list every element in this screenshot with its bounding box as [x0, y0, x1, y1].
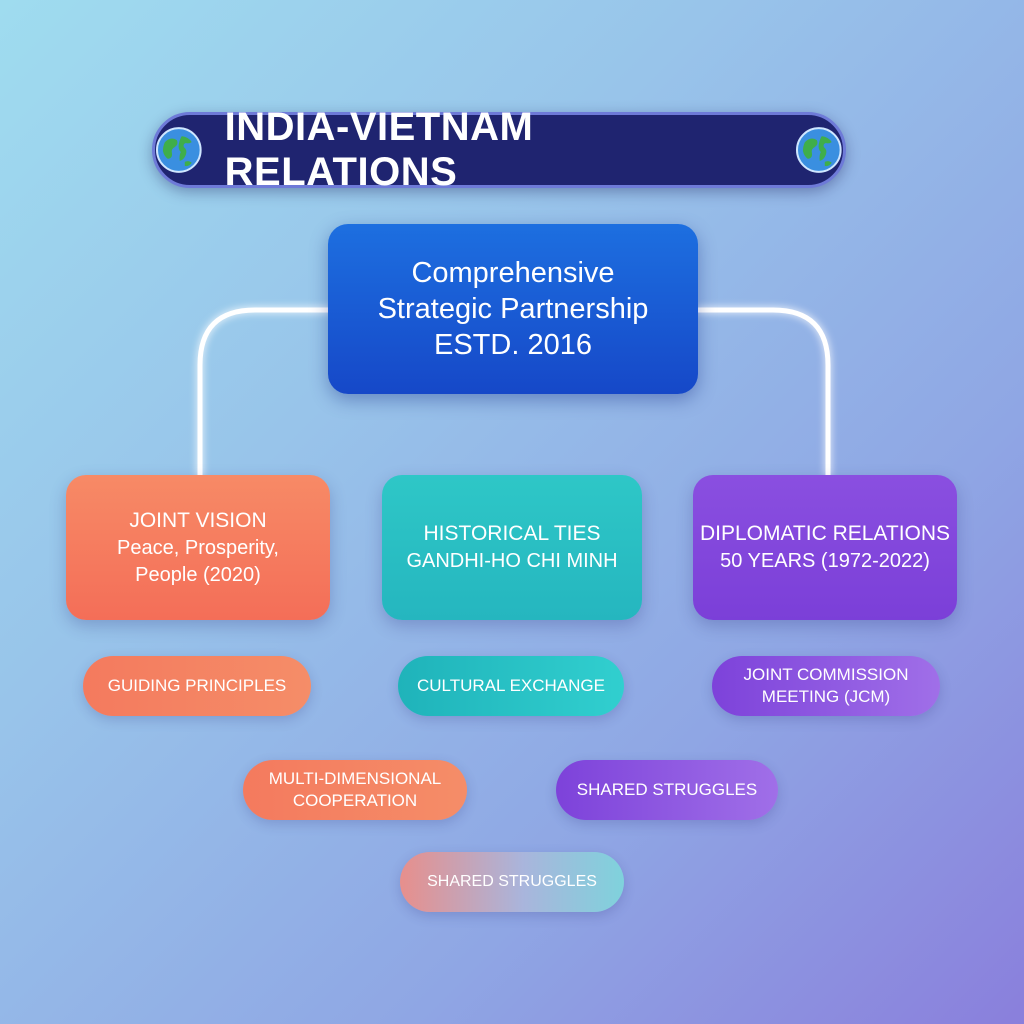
pill-cultural-label: CULTURAL EXCHANGE — [417, 676, 605, 695]
card-history-line-2: GANDHI-HO CHI MINH — [406, 550, 618, 572]
card-vision-title: JOINT VISION — [129, 508, 267, 532]
pill-multi-dimensional: MULTI-DIMENSIONAL COOPERATION — [243, 760, 467, 820]
card-vision-line-3: People (2020) — [135, 563, 261, 586]
center-node-strategic-partnership: Comprehensive Strategic Partnership ESTD… — [328, 224, 698, 394]
pill-guiding-principles: GUIDING PRINCIPLES — [83, 656, 311, 716]
connector-right — [695, 307, 831, 478]
pill-jcm-line-1: JOINT COMMISSION — [743, 665, 909, 684]
card-diplomatic-line-2: 50 YEARS (1972-2022) — [720, 550, 930, 572]
card-diplomatic-title: DIPLOMATIC RELATIONS — [699, 522, 951, 545]
center-line-3: ESTD. 2016 — [434, 329, 592, 361]
center-line-2: Strategic Partnership — [377, 293, 649, 325]
pill-guiding-label: GUIDING PRINCIPLES — [107, 676, 287, 695]
card-historical-ties: HISTORICAL TIES GANDHI-HO CHI MINH — [382, 475, 642, 620]
card-diplomatic-relations: DIPLOMATIC RELATIONS 50 YEARS (1972-2022… — [693, 475, 957, 620]
globe-icon — [155, 127, 202, 173]
pill-multi-line-2: COOPERATION — [292, 791, 418, 810]
pill-shared-label: SHARED STRUGGLES — [576, 780, 758, 799]
connector-left — [197, 307, 333, 478]
pill-joint-commission: JOINT COMMISSION MEETING (JCM) — [712, 656, 940, 716]
card-history-title: HISTORICAL TIES — [423, 522, 601, 545]
globe-icon — [796, 127, 842, 173]
title-banner: INDIA-VIETNAM RELATIONS — [152, 105, 846, 194]
pill-shared-bottom-label: SHARED STRUGGLES — [427, 873, 597, 890]
pill-jcm-line-2: MEETING (JCM) — [761, 687, 891, 706]
center-line-1: Comprehensive — [411, 257, 615, 289]
pill-cultural-exchange: CULTURAL EXCHANGE — [398, 656, 624, 716]
card-vision-line-2: Peace, Prosperity, — [117, 536, 279, 559]
card-joint-vision: JOINT VISION Peace, Prosperity, People (… — [66, 475, 330, 620]
page-title: INDIA-VIETNAM RELATIONS — [224, 105, 534, 194]
pill-multi-line-1: MULTI-DIMENSIONAL — [268, 769, 442, 788]
pill-shared-struggles: SHARED STRUGGLES — [556, 760, 778, 820]
pill-shared-struggles-bottom: SHARED STRUGGLES — [400, 852, 624, 912]
